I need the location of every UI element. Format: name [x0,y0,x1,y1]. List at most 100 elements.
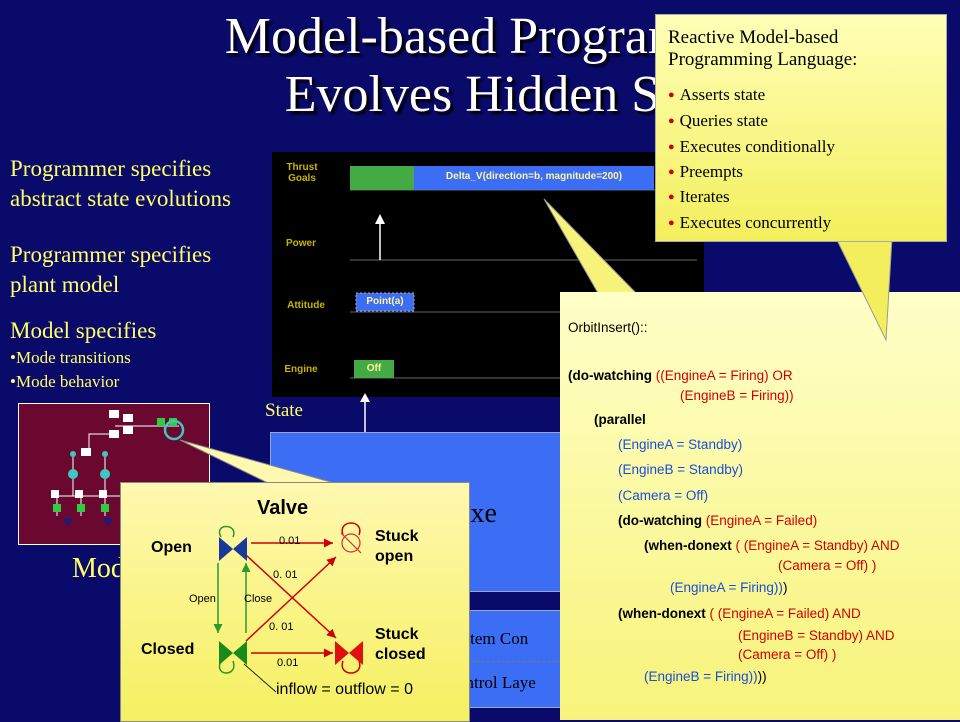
code-line-2: (do-watching ((EngineA = Firing) OR [568,368,793,383]
valve-highlight-circle [163,419,185,441]
language-features-panel: Reactive Model-based Programming Languag… [655,14,947,242]
feature-asserts-state: ● Asserts state [668,85,765,105]
spec-state-line-1: Programmer specifies [10,156,212,181]
code-line-1: OrbitInsert():: [568,320,648,335]
code-line-11-action: (EngineA = Firing)) [670,580,783,595]
code-line-9: (when-donext ( (EngineA = Standby) AND [644,538,899,553]
stuck-open-line-1: Stuck [375,528,419,545]
bullet-icon: ● [668,166,675,178]
feature-label: Asserts state [679,85,766,104]
valve-model-panel: Valve Open Closed Stuck open Stuck close… [120,482,470,722]
code-line-9-condition: ( (EngineA = Standby) AND [731,538,900,553]
stuck-closed-line-1: Stuck [375,626,419,643]
code-line-2-condition: ((EngineA = Firing) OR [652,368,793,383]
thrust-idle-bar [350,166,414,190]
prob-open-stuck-open: 0.01 [279,535,301,547]
valve-state-diagram [213,522,363,674]
code-line-10: (Camera = Off) ) [778,558,877,573]
thrust-goal-text: Delta_V(direction=b, magnitude=200) [445,171,623,182]
closed-self-loop [218,660,235,674]
code-line-7: (Camera = Off) [618,488,709,503]
state-label: State [265,400,303,421]
state-open-label: Open [151,539,192,556]
valve-callout-pointer [179,439,339,485]
model-label: Mod [72,553,125,584]
bullet-mode-behavior: •Mode behavior [10,372,120,391]
engine-bar-text: Off [366,363,382,374]
spec-state-text: Programmer specifies abstract state evol… [10,154,231,214]
feature-queries-state: ● Queries state [668,111,768,131]
language-title-line-1: Reactive Model-based [668,27,839,48]
stuck-open-valve-icon [340,532,362,554]
thrust-goal-bar [414,166,654,190]
prob-open-stuck-closed: 0. 01 [273,569,298,581]
spec-state-line-2: abstract state evolutions [10,186,231,211]
feature-label: Preempts [679,162,743,181]
spec-plant-line-2: plant model [10,272,120,297]
feature-executes-conditionally: ●Executes conditionally [668,137,835,157]
code-line-12-condition: ( (EngineA = Failed) AND [705,606,861,621]
state-arrow [360,393,370,432]
row-label-power: Power [285,238,316,249]
timeline-svg [350,166,697,379]
row-label-attitude: Attitude [287,300,325,311]
bullet-icon: ● [668,191,675,203]
code-line-3: (EngineB = Firing)) [680,388,794,403]
code-line-8-condition: (EngineA = Failed) [702,513,818,528]
model-specifies-heading: Model specifies [10,318,157,343]
code-keyword-do-watching-2: (do-watching [618,513,702,528]
code-line-12: (when-donext ( (EngineA = Failed) AND [618,606,861,621]
state-closed-label: Closed [141,641,195,658]
stuck-open-line-2: open [375,548,414,565]
power-arrow-head [375,214,385,224]
closed-valve-icon [219,641,247,665]
feature-preempts: ● Preempts [668,162,743,182]
feature-executes-concurrently: ● Executes concurrently [668,213,831,233]
state-stuck-closed-label: Stuck closed [375,625,426,665]
spec-plant-text: Programmer specifies plant model [10,240,211,300]
bullet-icon: ● [668,89,675,101]
code-keyword-when-donext-2: (when-donext [618,606,706,621]
bullet-icon: ● [668,217,675,229]
code-line-15-close: )) [757,669,767,684]
language-title-line-2: Programming Language: [668,49,858,70]
feature-label: Queries state [679,111,768,130]
constraint-pointer [243,663,277,693]
lang-callout-pointer [835,237,893,342]
prob-closed-stuck-closed: 0.01 [277,657,299,669]
attitude-bar [355,292,415,312]
control-divider [441,661,576,662]
engine-off-bar [354,360,394,378]
code-line-6: (EngineB = Standby) [618,462,743,477]
row-label-thrust: Thrust Goals [286,162,318,184]
open-valve-icon [219,537,247,561]
closed-to-stuck-open [245,556,337,642]
stuck-closed-self-loop [341,660,361,674]
code-line-8: (do-watching (EngineA = Failed) [618,513,817,528]
code-line-13: (EngineB = Standby) AND [738,628,895,643]
code-callout-pointer [543,198,638,294]
valve-title: Valve [257,497,309,519]
inflow-outflow-constraint: inflow = outflow = 0 [276,681,413,698]
state-stuck-open-label: Stuck open [375,527,419,567]
code-line-11-close: ) [782,580,788,595]
open-self-loop [218,525,235,538]
open-to-stuck-closed [245,554,337,639]
stuck-closed-valve-icon [335,641,363,665]
bullet-icon: ● [668,115,675,127]
system-control-text: ystem Con [455,629,529,648]
code-line-15-action: (EngineB = Firing)) [644,669,758,684]
close-command-label: Close [244,593,273,605]
attitude-bar-text: Point(a) [366,296,404,307]
feature-label: Executes concurrently [679,213,832,232]
control-layer-text: ontrol Laye [457,673,536,692]
code-line-11: (EngineA = Firing))) [670,580,787,595]
bullet-icon: ● [668,141,675,153]
code-line-4: (parallel [594,412,646,427]
orbit-insert-code-panel: OrbitInsert():: (do-watching ((EngineA =… [560,292,960,720]
feature-label: Iterates [679,187,730,206]
stuck-closed-line-2: closed [375,646,426,663]
code-line-15: (EngineB = Firing)))) [644,669,767,684]
code-line-14: (Camera = Off) ) [738,647,837,662]
prob-closed-stuck-open: 0. 01 [269,621,294,633]
